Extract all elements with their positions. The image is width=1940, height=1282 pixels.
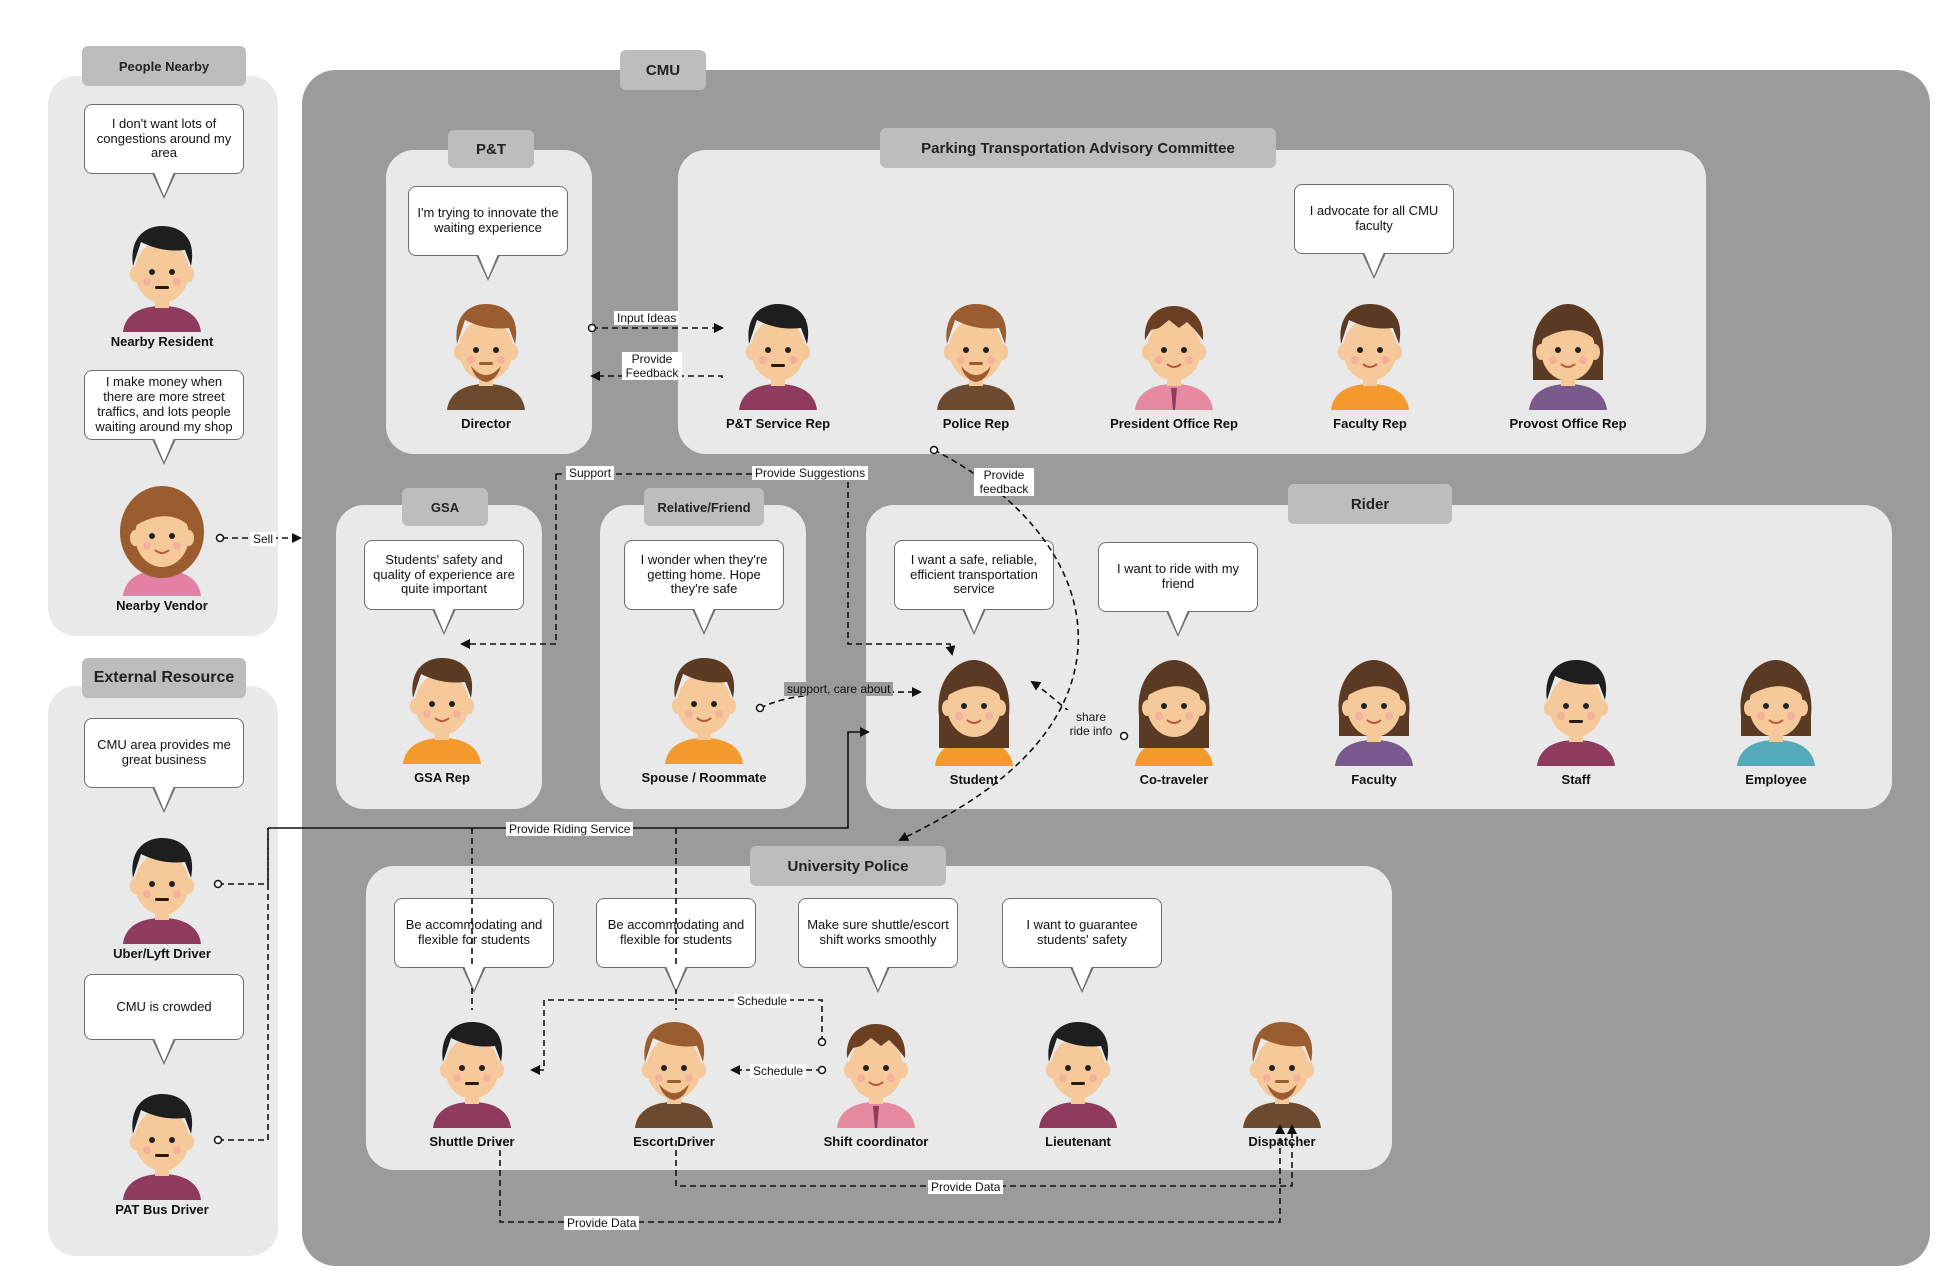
label-escort-driver: Escort Driver — [633, 1134, 715, 1149]
quote-spouse: I wonder when they're getting home. Hope… — [624, 540, 784, 610]
relation-support: Support — [566, 466, 615, 480]
quote-director: I'm trying to innovate the waiting exper… — [408, 186, 568, 256]
label-pat-bus-driver: PAT Bus Driver — [115, 1202, 209, 1217]
tab-ptac: Parking Transportation Advisory Committe… — [880, 128, 1276, 168]
director-avatar — [441, 300, 531, 410]
faculty-rep-avatar — [1325, 300, 1415, 410]
shuttle-driver-avatar — [427, 1018, 517, 1128]
uber-driver-avatar — [117, 834, 207, 944]
quote-nearby-vendor: I make money when there are more street … — [84, 370, 244, 440]
relation-support-care: support, care about — [784, 682, 894, 696]
relation-provide-suggestions: Provide Suggestions — [752, 466, 869, 480]
relation-provide-data-1: Provide Data — [928, 1180, 1004, 1194]
label-uber-driver: Uber/Lyft Driver — [113, 946, 211, 961]
police-rep-avatar — [931, 300, 1021, 410]
staff-avatar — [1531, 656, 1621, 766]
relation-provide-data-2: Provide Data — [564, 1216, 640, 1230]
relation-input-ideas: Input Ideas — [614, 311, 680, 325]
quote-shuttle-driver: Be accommodating and flexible for studen… — [394, 898, 554, 968]
relation-schedule-2: Schedule — [750, 1064, 807, 1078]
label-spouse: Spouse / Roommate — [641, 770, 767, 785]
label-president-office-rep: President Office Rep — [1110, 416, 1238, 431]
quote-gsa-rep: Students' safety and quality of experien… — [364, 540, 524, 610]
employee-avatar — [1731, 656, 1821, 766]
gsa-rep-avatar — [397, 654, 487, 764]
label-pt-service-rep: P&T Service Rep — [725, 416, 831, 431]
president-office-rep-avatar — [1129, 300, 1219, 410]
label-director: Director — [461, 416, 511, 431]
label-co-traveler: Co-traveler — [1139, 772, 1209, 787]
relation-provide-riding-service: Provide Riding Service — [506, 822, 634, 836]
label-faculty-rep: Faculty Rep — [1333, 416, 1407, 431]
quote-shift-coordinator: Make sure shuttle/escort shift works smo… — [798, 898, 958, 968]
tab-cmu: CMU — [620, 50, 706, 90]
relation-sell: Sell — [250, 532, 277, 546]
quote-pat-bus-driver: CMU is crowded — [84, 974, 244, 1040]
pat-bus-driver-avatar — [117, 1090, 207, 1200]
spouse-avatar — [659, 654, 749, 764]
dispatcher-avatar — [1237, 1018, 1327, 1128]
quote-nearby-resident: I don't want lots of congestions around … — [84, 104, 244, 174]
provost-office-rep-avatar — [1523, 300, 1613, 410]
label-shuttle-driver: Shuttle Driver — [429, 1134, 515, 1149]
quote-co-traveler: I want to ride with my friend — [1098, 542, 1258, 612]
tab-university-police: University Police — [750, 846, 946, 886]
relation-provide-feedback: Provide Feedback — [622, 352, 682, 380]
relation-schedule-1: Schedule — [734, 994, 791, 1008]
label-gsa-rep: GSA Rep — [414, 770, 470, 785]
tab-people-nearby: People Nearby — [82, 46, 246, 86]
label-shift-coordinator: Shift coordinator — [823, 1134, 929, 1149]
label-employee: Employee — [1745, 772, 1807, 787]
label-dispatcher: Dispatcher — [1248, 1134, 1316, 1149]
relation-share-ride-info: share ride info — [1062, 710, 1120, 738]
label-police-rep: Police Rep — [942, 416, 1010, 431]
relation-provide-feedback-2: Provide feedback — [974, 468, 1034, 496]
nearby-resident-avatar — [117, 222, 207, 332]
lieutenant-avatar — [1033, 1018, 1123, 1128]
quote-faculty-rep: I advocate for all CMU faculty — [1294, 184, 1454, 254]
escort-driver-avatar — [629, 1018, 719, 1128]
tab-external-resource: External Resource — [82, 658, 246, 698]
label-student: Student — [949, 772, 999, 787]
shift-coordinator-avatar — [831, 1018, 921, 1128]
tab-relative: Relative/Friend — [644, 488, 764, 526]
pt-service-rep-avatar — [733, 300, 823, 410]
quote-lieutenant: I want to guarantee students' safety — [1002, 898, 1162, 968]
label-nearby-resident: Nearby Resident — [110, 334, 214, 349]
student-avatar — [929, 656, 1019, 766]
co-traveler-avatar — [1129, 656, 1219, 766]
label-nearby-vendor: Nearby Vendor — [116, 598, 208, 613]
tab-rider: Rider — [1288, 484, 1452, 524]
quote-escort-driver: Be accommodating and flexible for studen… — [596, 898, 756, 968]
tab-gsa: GSA — [402, 488, 488, 526]
label-staff: Staff — [1561, 772, 1591, 787]
nearby-vendor-avatar — [117, 486, 207, 596]
quote-student: I want a safe, reliable, efficient trans… — [894, 540, 1054, 610]
tab-pt: P&T — [448, 130, 534, 168]
quote-uber-driver: CMU area provides me great business — [84, 718, 244, 788]
faculty-avatar — [1329, 656, 1419, 766]
label-provost-office-rep: Provost Office Rep — [1509, 416, 1627, 431]
label-lieutenant: Lieutenant — [1045, 1134, 1111, 1149]
label-faculty: Faculty — [1351, 772, 1397, 787]
